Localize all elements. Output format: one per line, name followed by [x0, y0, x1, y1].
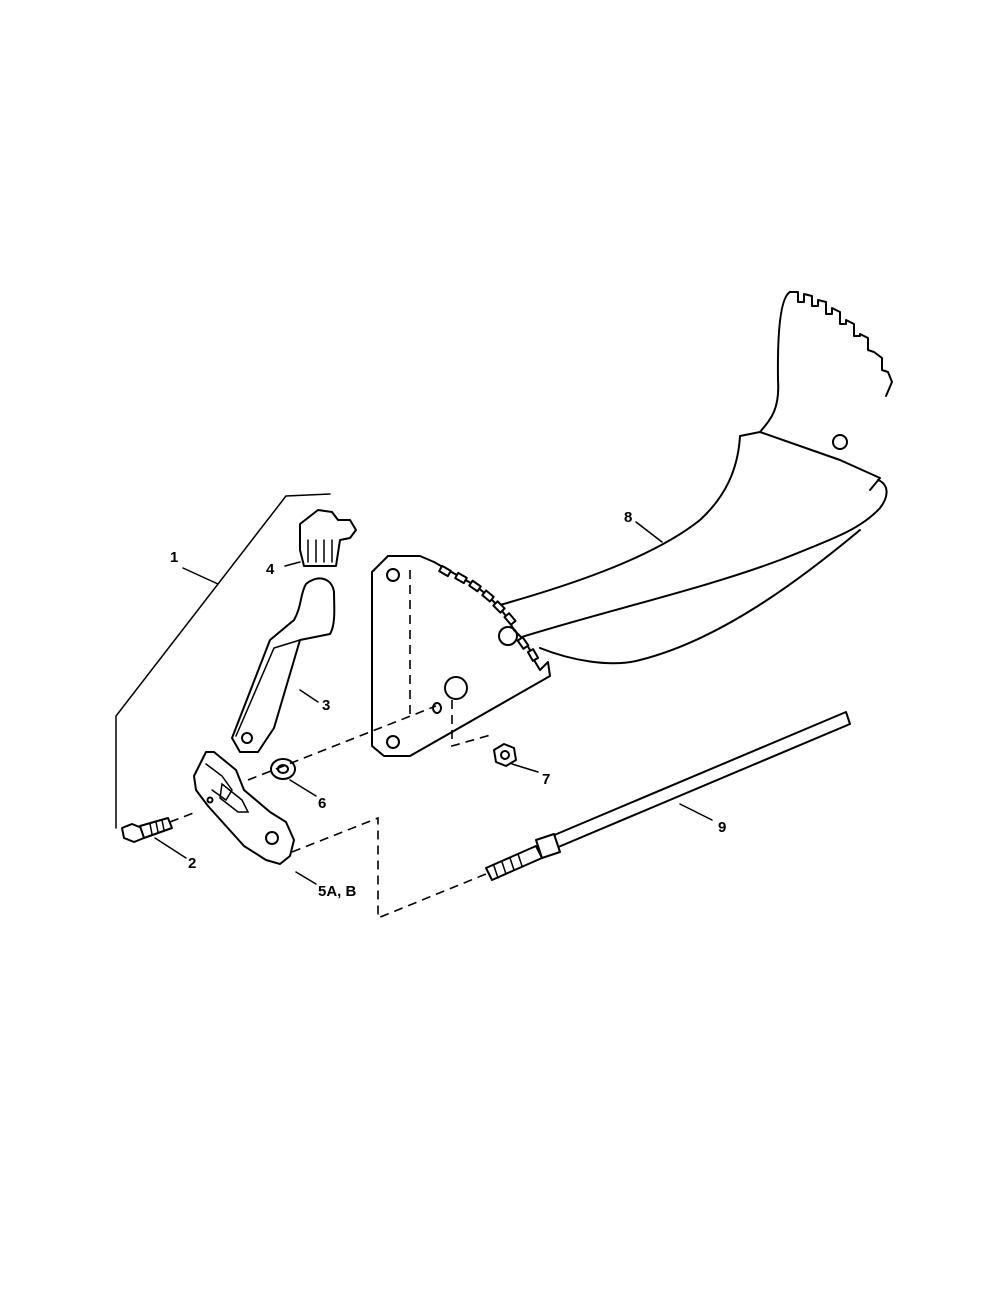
lever-handle	[231, 577, 336, 753]
callout-5ab: 5A, B	[318, 883, 357, 900]
washer	[270, 758, 296, 780]
callout-3: 3	[322, 697, 330, 714]
blade-guard	[499, 291, 893, 665]
callout-1: 1	[170, 549, 178, 566]
callout-7: 7	[542, 771, 550, 788]
guard-mounting-plate	[371, 555, 551, 757]
adjustment-rod	[485, 711, 851, 881]
lever-bracket	[193, 751, 295, 865]
callout-4: 4	[266, 561, 275, 578]
assembly-lines	[169, 700, 495, 920]
hex-nut	[493, 743, 517, 767]
callout-9: 9	[718, 819, 726, 836]
callout-2: 2	[188, 855, 196, 872]
assembly-bracket	[115, 493, 331, 829]
callout-6: 6	[318, 795, 326, 812]
leader-lines	[154, 521, 713, 885]
hex-bolt	[121, 817, 173, 843]
lever-knob	[299, 509, 357, 567]
callout-8: 8	[624, 509, 632, 526]
